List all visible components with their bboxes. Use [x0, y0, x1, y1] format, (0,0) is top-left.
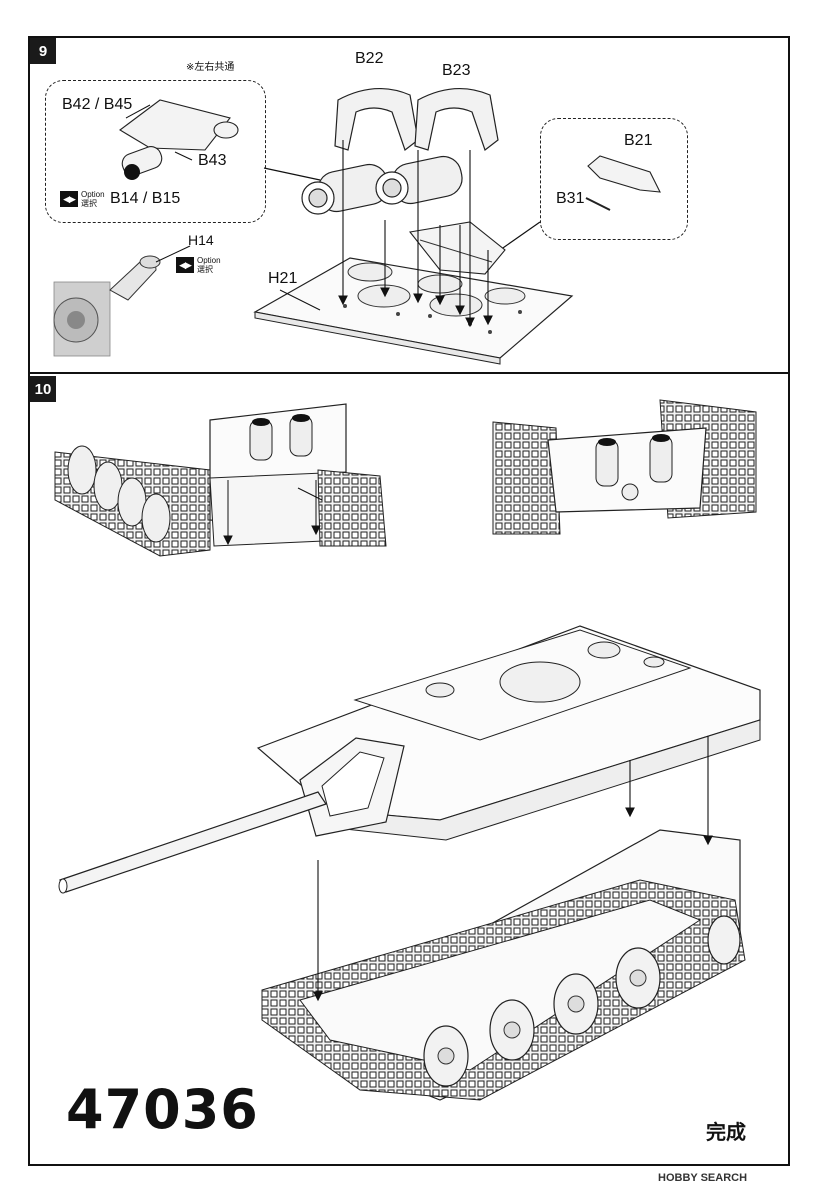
both-sides-note: ※左右共通 [186, 62, 235, 73]
step-10-number: 10 [30, 376, 56, 402]
option-label-jp: 選択 [197, 265, 213, 274]
option-marker-left: ◀▶ Option 選択 [60, 190, 105, 208]
complete-label: 完成 [706, 1122, 746, 1144]
part-label-h21: H21 [268, 270, 298, 287]
option-label: Option [81, 190, 105, 199]
part-label-b43: B43 [198, 152, 227, 169]
detail-box-left [45, 80, 266, 223]
option-label-jp: 選択 [81, 199, 97, 208]
part-label-b21: B21 [624, 132, 653, 149]
kit-number: 47036 [66, 1078, 259, 1141]
option-arrows-icon: ◀▶ [60, 191, 78, 207]
detail-box-right [540, 118, 688, 240]
step-9-number: 9 [30, 38, 56, 64]
step-divider [28, 372, 790, 374]
instruction-frame [28, 36, 790, 1166]
part-label-b42-b45: B42 / B45 [62, 96, 133, 113]
option-marker-h14: ◀▶ Option 選択 [176, 256, 221, 274]
part-label-b23: B23 [442, 62, 471, 79]
option-label: Option [197, 256, 221, 265]
part-label-b14-b15: B14 / B15 [110, 190, 181, 207]
part-label-b22: B22 [355, 50, 384, 67]
part-label-h14: H14 [188, 232, 214, 248]
part-label-b31: B31 [556, 190, 585, 207]
option-arrows-icon: ◀▶ [176, 257, 194, 273]
watermark: HOBBY SEARCH [658, 1172, 748, 1184]
